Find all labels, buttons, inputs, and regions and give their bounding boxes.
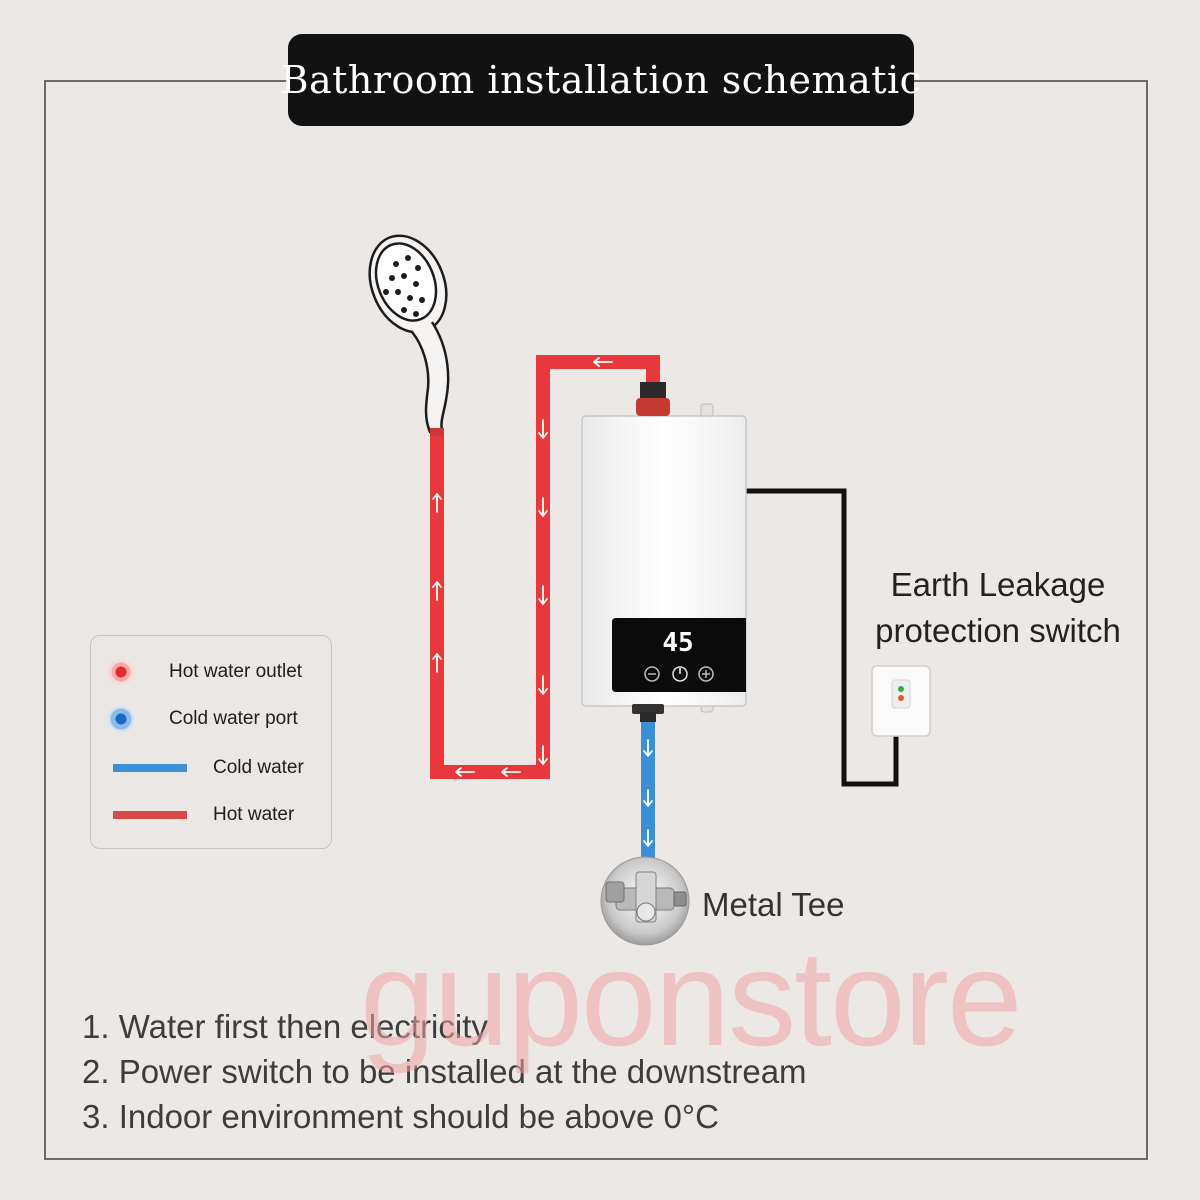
legend-label: Cold water: [213, 757, 304, 778]
plus-button-icon: [698, 666, 714, 682]
legend-item-cold-water-port: Cold water port: [91, 699, 331, 739]
hot-water-line-icon: [113, 811, 187, 819]
shower-head-icon: [368, 234, 450, 438]
installation-notes: 1. Water first then electricity 2. Power…: [82, 1004, 807, 1139]
heater-display-reading: 45: [662, 628, 694, 658]
hot-water-outlet-dot-icon: [108, 659, 134, 685]
legend-label: Hot water: [213, 804, 295, 825]
metal-tee-icon: [600, 856, 690, 946]
hot-water-pipe: [430, 355, 660, 779]
note-1: 1. Water first then electricity: [82, 1008, 488, 1045]
legend-label: Hot water outlet: [169, 661, 303, 682]
legend-item-cold-water: Cold water: [91, 748, 331, 788]
metal-tee-label: Metal Tee: [702, 886, 845, 923]
water-heater: [581, 382, 747, 722]
legend-item-hot-water-outlet: Hot water outlet: [91, 652, 331, 692]
title-banner: Bathroom installation schematic: [281, 34, 921, 126]
note-3: 3. Indoor environment should be above 0°…: [82, 1098, 719, 1135]
earth-leakage-label: Earth Leakage protection switch: [850, 562, 1146, 654]
minus-button-icon: [644, 666, 660, 682]
earth-leakage-switch: [871, 665, 931, 737]
legend-item-hot-water: Hot water: [91, 795, 331, 835]
note-2: 2. Power switch to be installed at the d…: [82, 1053, 807, 1090]
cold-water-port-dot-icon: [108, 706, 134, 732]
power-button-icon: [672, 666, 688, 682]
earth-leakage-label-line1: Earth Leakage: [890, 566, 1106, 603]
cold-water-pipe: [641, 712, 655, 860]
diagram-title: Bathroom installation schematic: [280, 58, 922, 102]
earth-leakage-label-line2: protection switch: [875, 612, 1121, 649]
legend-box: Hot water outlet Cold water port Cold wa…: [90, 635, 332, 849]
cold-water-line-icon: [113, 764, 187, 772]
power-cable: [744, 488, 899, 787]
legend-label: Cold water port: [169, 708, 298, 729]
